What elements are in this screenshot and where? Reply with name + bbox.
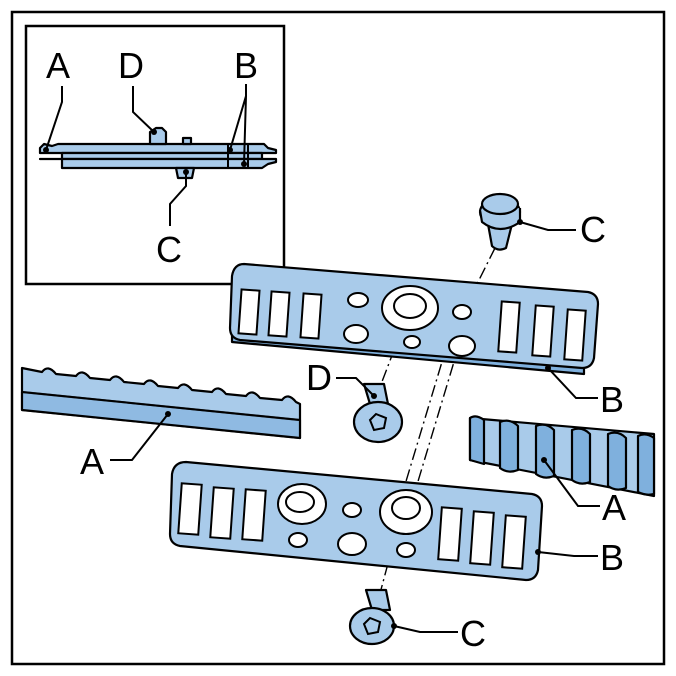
- inset-label-a: A: [46, 45, 70, 86]
- inset-leader-c: [169, 172, 187, 226]
- label-c-top: C: [580, 209, 606, 250]
- label-b-bottom: B: [600, 537, 624, 578]
- inset-frame: [24, 24, 286, 286]
- plate-b-bottom: [168, 460, 544, 582]
- rack-a-left: [20, 366, 302, 440]
- leader-a-left: [110, 413, 169, 461]
- outer-frame: [10, 10, 666, 666]
- leader-d: [336, 377, 375, 397]
- screw-d: [352, 382, 404, 444]
- leader-a-right: [543, 459, 600, 507]
- leader-c-top: [519, 221, 576, 231]
- label-c-bottom: C: [460, 613, 486, 654]
- label-b-top: B: [600, 379, 624, 420]
- label-d: D: [306, 357, 332, 398]
- plate-b-top: [228, 262, 600, 376]
- inset-detail: A D B C: [24, 24, 286, 286]
- leader-b-top: [547, 367, 598, 399]
- inset-rails: [38, 142, 278, 170]
- inset-leader-a: [45, 86, 63, 151]
- label-a-left: A: [80, 441, 104, 482]
- rack-a-right: [468, 415, 656, 498]
- leader-c-bottom: [393, 625, 458, 633]
- label-a-right: A: [602, 487, 626, 528]
- inset-post: [181, 136, 193, 146]
- leader-b-bottom: [537, 551, 598, 557]
- inset-leader-b: [229, 84, 247, 165]
- screw-c-top: [478, 192, 522, 251]
- inset-label-d: D: [118, 45, 144, 86]
- screw-c-bottom: [348, 588, 396, 646]
- inset-leader-d: [132, 86, 155, 133]
- inset-label-b: B: [234, 45, 258, 86]
- inset-label-c: C: [156, 229, 182, 270]
